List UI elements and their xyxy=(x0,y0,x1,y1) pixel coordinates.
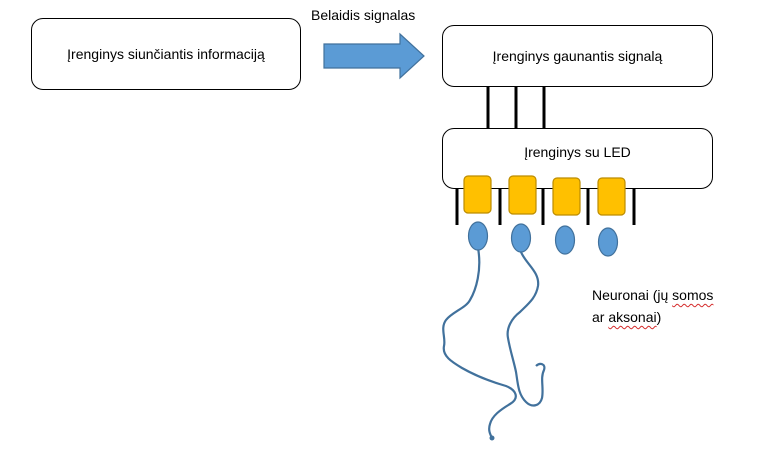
led-3 xyxy=(552,177,581,216)
axon-2 xyxy=(506,251,546,407)
sender-device-box: Įrenginys siunčiantis informaciją xyxy=(31,18,301,90)
led-device-label: Įrenginys su LED xyxy=(524,144,631,160)
axon-1-end xyxy=(489,435,495,441)
wireless-signal-label: Belaidis signalas xyxy=(311,7,416,23)
led-1 xyxy=(463,175,492,214)
axon-1 xyxy=(442,247,517,439)
neuron-soma-2 xyxy=(510,223,532,253)
receiver-device-label: Įrenginys gaunantis signalą xyxy=(492,48,663,64)
neurons-label-line-2: ar aksonai) xyxy=(592,306,713,328)
neuron-soma-1 xyxy=(467,221,489,251)
led-4 xyxy=(597,177,626,216)
receiver-device-box: Įrenginys gaunantis signalą xyxy=(442,25,713,87)
neurons-label: Neuronai (jų somos ar aksonai) xyxy=(592,284,713,328)
wireless-signal-arrow xyxy=(323,32,425,80)
neurons-text-2: ar xyxy=(592,309,609,325)
neurons-word-somos: somos xyxy=(672,287,714,303)
neuron-soma-3 xyxy=(554,225,576,255)
sender-device-label: Įrenginys siunčiantis informaciją xyxy=(67,46,265,62)
neurons-label-line-1: Neuronai (jų somos xyxy=(592,284,713,306)
neuron-soma-4 xyxy=(597,227,619,257)
neurons-word-aksonai: aksonai xyxy=(608,309,657,325)
led-2 xyxy=(508,175,537,215)
neurons-text-3: ) xyxy=(656,309,662,325)
neurons-text-1: Neuronai (jų xyxy=(592,287,673,303)
